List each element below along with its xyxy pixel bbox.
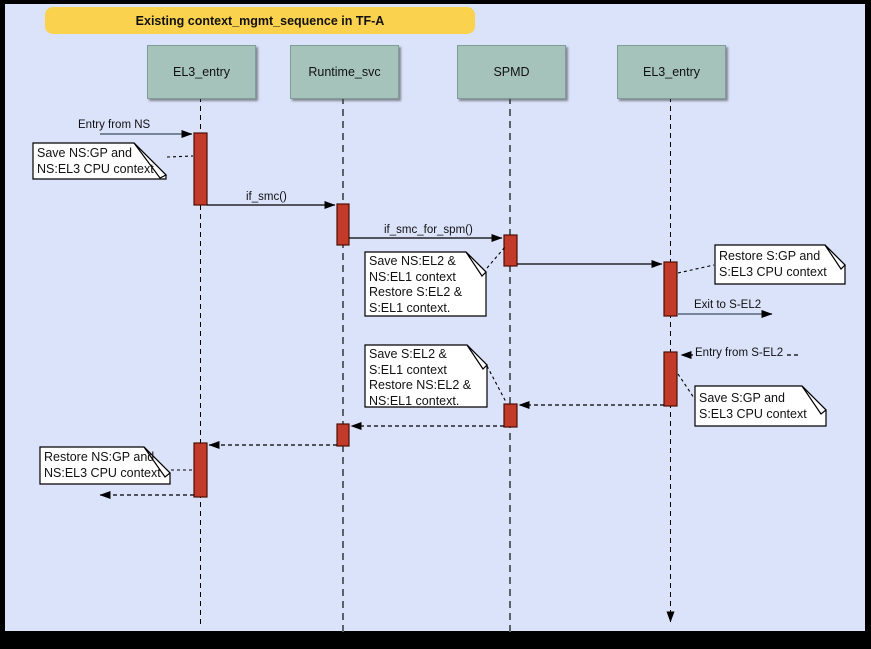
message-entry-from-ns-label: Entry from NS: [78, 119, 151, 131]
note-save-s-el2-text: Save S:EL2 & S:EL1 context Restore NS:EL…: [369, 347, 472, 408]
lifeline-header-label: SPMD: [493, 65, 530, 79]
lifeline-header-label: EL3_entry: [643, 65, 700, 79]
lifeline-header-label: Runtime_svc: [308, 65, 381, 79]
note-restore-s-gp-text: Restore S:GP and S:EL3 CPU context: [719, 249, 827, 279]
diagram-canvas: [5, 4, 865, 631]
lifeline-header-el3-entry-ns: EL3_entry: [147, 45, 256, 99]
message-if-smc-for-spm-label: if_smc_for_spm(): [384, 224, 473, 236]
lifeline-header-el3-entry-s: EL3_entry: [617, 45, 726, 99]
lifeline-header-label: EL3_entry: [173, 65, 230, 79]
message-exit-to-s-el2-label: Exit to S-EL2: [694, 299, 762, 311]
note-save-s-gp-text: Save S:GP and S:EL3 CPU context: [699, 391, 807, 421]
diagram-title: Existing context_mgmt_sequence in TF-A: [135, 13, 385, 28]
note-save-ns-gp-text: Save NS:GP and NS:EL3 CPU context: [37, 146, 154, 176]
message-entry-from-s-el2-label: Entry from S-EL2: [693, 347, 786, 359]
note-restore-ns-gp-text: Restore NS:GP and NS:EL3 CPU context: [44, 450, 161, 480]
note-save-ns-el2-text: Save NS:EL2 & NS:EL1 context Restore S:E…: [369, 254, 463, 315]
message-if-smc-label: if_smc(): [246, 191, 287, 203]
title-banner: Existing context_mgmt_sequence in TF-A: [45, 7, 475, 34]
lifeline-header-spmd: SPMD: [457, 45, 566, 99]
lifeline-header-runtime-svc: Runtime_svc: [290, 45, 399, 99]
